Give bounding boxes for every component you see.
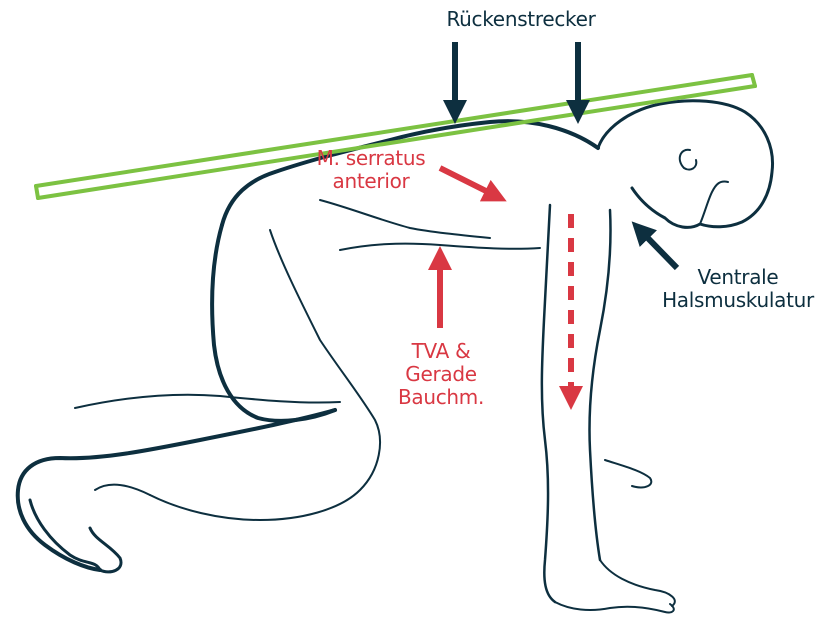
- neck-label-line1: Ventrale: [650, 266, 826, 289]
- serratus-label-line2: anterior: [296, 170, 446, 193]
- upper-arm-outline: [542, 205, 555, 602]
- dark-arrows: [455, 42, 677, 268]
- head-outline: [598, 101, 773, 228]
- face-outline: [700, 181, 728, 224]
- belly-outline: [340, 244, 540, 250]
- tva-label-line2: Gerade: [385, 363, 497, 386]
- neck-label-line2: Halsmuskulatur: [650, 289, 826, 312]
- erector-label: Rückenstrecker: [436, 8, 606, 31]
- arm-back-outline: [589, 210, 610, 560]
- serratus-arrow: [440, 168, 496, 196]
- lower-leg-outline: [95, 485, 150, 495]
- tva-label-line3: Bauchm.: [385, 386, 497, 409]
- tva-label: TVA & Gerade Bauchm.: [385, 340, 497, 409]
- stick-end-right: [752, 75, 755, 86]
- chest-outline: [320, 200, 490, 238]
- serratus-label-line1: M. serratus: [296, 147, 446, 170]
- neck-arrow: [640, 230, 677, 268]
- serratus-label: M. serratus anterior: [296, 147, 446, 193]
- ear-outline: [680, 150, 697, 170]
- hand-outline: [555, 602, 674, 613]
- knee-outline: [150, 230, 380, 520]
- calf-outline: [75, 395, 340, 408]
- thumb-outline: [605, 460, 651, 487]
- neck-label: Ventrale Halsmuskulatur: [650, 266, 826, 312]
- tva-label-line1: TVA &: [385, 340, 497, 363]
- thigh-outline: [212, 225, 335, 421]
- fingers-outline: [600, 560, 675, 606]
- stick-end-left: [36, 186, 38, 198]
- shin-outline: [18, 410, 335, 570]
